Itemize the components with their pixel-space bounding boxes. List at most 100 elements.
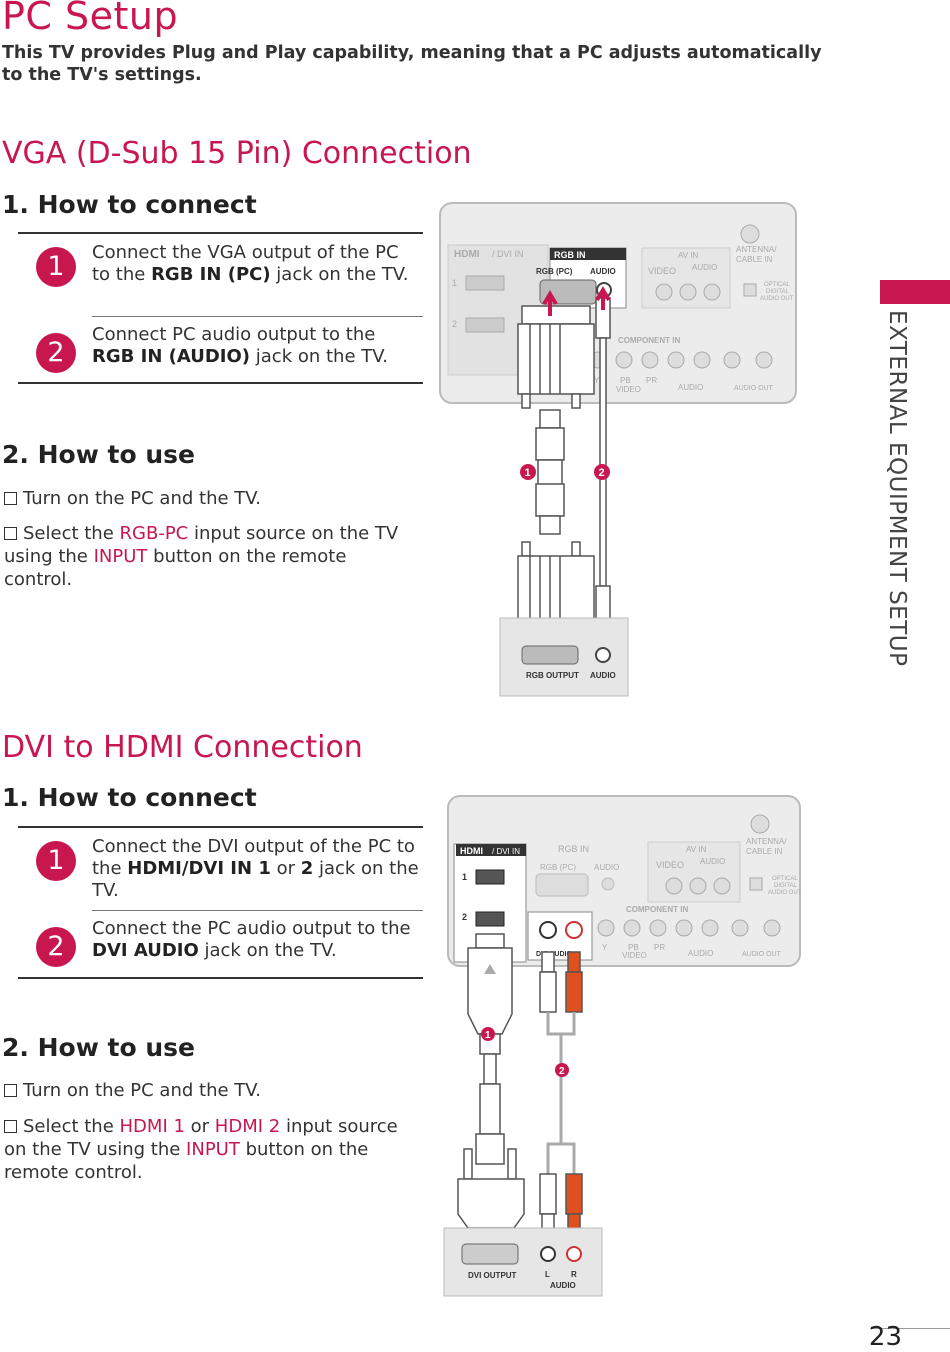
- dvi-use-1: Turn on the PC and the TV.: [4, 1079, 404, 1102]
- svg-text:2: 2: [559, 1066, 565, 1077]
- svg-text:AUDIO OUT: AUDIO OUT: [768, 890, 802, 896]
- page-number: 23: [868, 1322, 902, 1352]
- svg-text:PB: PB: [628, 943, 639, 952]
- svg-text:RGB OUTPUT: RGB OUTPUT: [526, 671, 579, 680]
- svg-text:AUDIO OUT: AUDIO OUT: [760, 296, 794, 302]
- callout-2: [594, 464, 610, 480]
- svg-text:AUDIO: AUDIO: [692, 263, 717, 272]
- svg-text:CABLE IN: CABLE IN: [736, 255, 773, 264]
- svg-text:PR: PR: [646, 376, 657, 385]
- dvi-step-1-text: Connect the DVI output of the PC to the …: [92, 836, 419, 901]
- hdmi-port-2: [465, 317, 505, 333]
- pc-audio-r-jack: [566, 1246, 582, 1262]
- dvi-step-2-badge: 2: [36, 927, 76, 967]
- svg-text:1: 1: [452, 278, 457, 288]
- vga-how-to-use: 2. How to use: [2, 440, 195, 469]
- svg-text:AUDIO: AUDIO: [688, 949, 713, 958]
- dvi-step-2-text: Connect the PC audio output to the DVI A…: [92, 918, 411, 961]
- svg-text:AUDIO: AUDIO: [700, 857, 725, 866]
- vga-rule-top: [18, 232, 423, 234]
- svg-text:COMPONENT IN: COMPONENT IN: [626, 905, 688, 914]
- callout-2: [555, 1063, 569, 1077]
- pc-dvi-output-jack: [461, 1243, 519, 1265]
- svg-text:Y: Y: [594, 376, 600, 385]
- svg-text:1: 1: [462, 872, 467, 882]
- checkbox-icon: [4, 1120, 17, 1133]
- optical-jack: [743, 283, 757, 297]
- svg-text:AUDIO: AUDIO: [550, 1281, 576, 1290]
- dvi-rule-bottom: [18, 977, 423, 979]
- svg-text:AV IN: AV IN: [686, 845, 707, 854]
- svg-text:Y: Y: [602, 943, 608, 952]
- svg-text:AUDIO: AUDIO: [594, 863, 619, 872]
- svg-text:AUDIO: AUDIO: [590, 267, 616, 276]
- svg-text:AUDIO OUT: AUDIO OUT: [742, 951, 782, 958]
- pc-rgb-output-jack: [521, 645, 579, 665]
- svg-text:/ DVI IN: / DVI IN: [492, 249, 524, 259]
- vga-step-2-text: Connect PC audio output to the RGB IN (A…: [92, 324, 388, 367]
- svg-text:VIDEO: VIDEO: [622, 951, 647, 960]
- svg-text:OPTICAL: OPTICAL: [772, 876, 798, 882]
- checkbox-icon: [4, 527, 17, 540]
- hdmi-dvi-header: [456, 844, 526, 856]
- svg-text:VIDEO: VIDEO: [648, 266, 676, 276]
- checkbox-icon: [4, 492, 17, 505]
- svg-text:ANTENNA/: ANTENNA/: [746, 837, 787, 846]
- rca-white-plug: [539, 971, 557, 1013]
- svg-text:R: R: [571, 1270, 577, 1279]
- vga-connection-diagram: HDMI / DVI IN 1 2 RGB IN RGB (PC) AUDIO …: [439, 202, 797, 697]
- dvi-step-1-badge: 1: [36, 841, 76, 881]
- intro-text: This TV provides Plug and Play capabilit…: [2, 43, 822, 85]
- svg-text:2: 2: [599, 467, 605, 479]
- svg-text:COMPONENT IN: COMPONENT IN: [618, 336, 680, 345]
- svg-text:PR: PR: [654, 943, 665, 952]
- dvi-audio-r-jack: [565, 921, 583, 939]
- checkbox-icon: [4, 1084, 17, 1097]
- pc-audio-l-jack: [540, 1246, 556, 1262]
- svg-text:RGB IN: RGB IN: [558, 844, 589, 854]
- svg-text:RGB (PC): RGB (PC): [536, 267, 573, 276]
- svg-text:L: L: [545, 1270, 550, 1279]
- svg-text:1: 1: [485, 1030, 491, 1041]
- vga-use-1: Turn on the PC and the TV.: [4, 487, 404, 510]
- hdmi-plug: [467, 947, 513, 1035]
- dvi-use-2: Select the HDMI 1 or HDMI 2 input source…: [4, 1116, 398, 1183]
- vga-step-1-text: Connect the VGA output of the PC to the …: [92, 242, 409, 285]
- vga-rule-bottom: [18, 382, 423, 384]
- svg-text:HDMI: HDMI: [454, 249, 480, 260]
- svg-text:AV IN: AV IN: [678, 251, 699, 260]
- callout-1: [481, 1027, 495, 1041]
- svg-text:AUDIO: AUDIO: [678, 383, 703, 392]
- rca-red-plug: [565, 971, 583, 1013]
- page-number-rule: [870, 1328, 950, 1329]
- hdmi-port-1: [475, 869, 505, 885]
- dvi-connection-diagram: HDMI / DVI IN 1 2 DVI AUDIO RGB IN RGB (…: [443, 795, 802, 1297]
- svg-text:1: 1: [525, 467, 531, 479]
- svg-text:PB: PB: [620, 376, 631, 385]
- svg-text:CABLE IN: CABLE IN: [746, 847, 783, 856]
- dvi-step-divider: [92, 910, 423, 911]
- svg-text:RGB IN: RGB IN: [554, 250, 586, 260]
- dvi-plug: [457, 1178, 525, 1229]
- svg-text:ANTENNA/: ANTENNA/: [736, 245, 777, 254]
- svg-text:/ DVI IN: / DVI IN: [492, 847, 520, 856]
- page-title: PC Setup: [2, 0, 179, 38]
- svg-text:2: 2: [462, 912, 467, 922]
- vga-heading: VGA (D-Sub 15 Pin) Connection: [2, 136, 472, 171]
- antenna-jack: [740, 224, 760, 244]
- vga-step-1-badge: 1: [36, 247, 76, 287]
- sidebar-tab: [880, 280, 950, 304]
- svg-text:HDMI: HDMI: [460, 846, 483, 856]
- dvi-rule-top: [18, 826, 423, 828]
- dvi-audio-box: [527, 911, 593, 961]
- rgb-in-header: [550, 248, 626, 260]
- vga-how-to-connect: 1. How to connect: [2, 190, 257, 219]
- svg-text:DIGITAL: DIGITAL: [766, 289, 790, 295]
- dvi-heading: DVI to HDMI Connection: [2, 730, 363, 765]
- sidebar-label: EXTERNAL EQUIPMENT SETUP: [884, 310, 910, 667]
- vga-step-divider: [92, 316, 423, 317]
- vga-use-2: Select the RGB-PC input source on the TV…: [4, 523, 399, 590]
- dvi-how-to-connect: 1. How to connect: [2, 783, 257, 812]
- pc-audio-jack: [595, 647, 611, 663]
- callout-1: [520, 464, 536, 480]
